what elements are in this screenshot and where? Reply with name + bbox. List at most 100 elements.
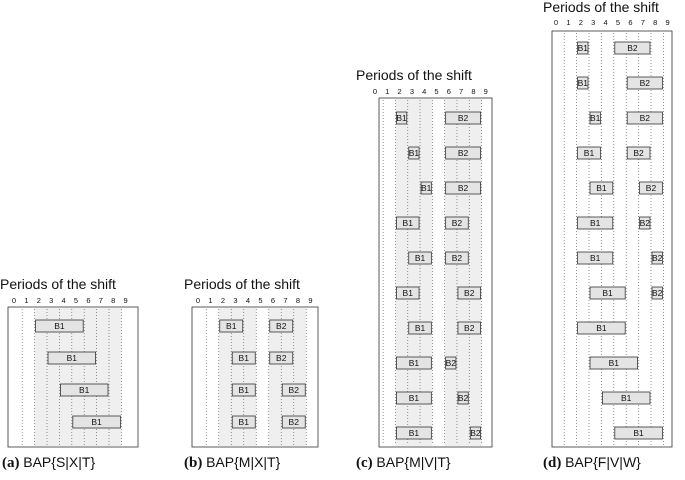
break-block-rect	[396, 356, 432, 370]
period-tick: 8	[471, 87, 475, 96]
caption-letter: (d)	[543, 455, 565, 471]
break-block-rect	[457, 321, 481, 335]
break-block-b1: B1	[72, 415, 121, 429]
break-block-label: B2	[652, 253, 663, 263]
break-block-rect	[269, 319, 294, 333]
break-block-label: B1	[226, 321, 237, 331]
break-block-rect	[577, 146, 601, 160]
break-block-label: B1	[596, 323, 607, 333]
break-block-b1: B1	[396, 111, 408, 125]
caption-letter: (a)	[2, 455, 23, 471]
break-block-label: B2	[458, 183, 469, 193]
break-block-b2: B2	[445, 216, 469, 230]
break-block-label: B1	[590, 253, 601, 263]
break-block-rect	[60, 383, 109, 397]
break-block-rect	[445, 356, 457, 370]
break-block-label: B2	[646, 183, 657, 193]
break-block-rect	[47, 351, 96, 365]
break-block-b2: B2	[469, 426, 481, 440]
period-tick: 3	[591, 18, 595, 27]
period-tick: 6	[86, 296, 90, 305]
break-block-rect	[602, 391, 651, 405]
break-block-rect	[589, 286, 626, 300]
break-block-rect	[626, 146, 651, 160]
period-tick: 0	[196, 296, 200, 305]
break-block-rect	[577, 76, 589, 90]
break-block-b2: B2	[445, 111, 481, 125]
period-tick: 2	[221, 296, 225, 305]
break-block-b1: B1	[577, 76, 589, 90]
break-block-b2: B2	[445, 181, 481, 195]
break-block-rect	[589, 111, 601, 125]
break-block-b1: B1	[577, 216, 614, 230]
break-block-b1: B1	[589, 111, 601, 125]
break-block-b1: B1	[408, 146, 420, 160]
break-block-b2: B2	[626, 111, 663, 125]
break-block-rect	[445, 111, 481, 125]
break-block-label: B2	[446, 358, 457, 368]
break-block-label: B1	[396, 113, 407, 123]
break-block-rect	[281, 415, 306, 429]
break-block-rect	[651, 286, 663, 300]
period-tick: 4	[62, 296, 66, 305]
period-tick: 6	[271, 296, 275, 305]
period-tick: 0	[373, 87, 377, 96]
caption-text: BAP{S|X|T}	[23, 454, 95, 470]
period-tick: 5	[434, 87, 438, 96]
period-tick: 1	[24, 296, 28, 305]
break-block-label: B2	[633, 148, 644, 158]
break-block-label: B1	[403, 288, 414, 298]
period-tick: 8	[111, 296, 115, 305]
period-tick: 3	[49, 296, 53, 305]
break-block-label: B1	[609, 358, 620, 368]
period-tick: 6	[447, 87, 451, 96]
break-block-b1: B1	[396, 356, 432, 370]
break-block-label: B1	[409, 358, 420, 368]
period-tick: 5	[74, 296, 78, 305]
panel-caption: (b) BAP{M|X|T}	[184, 454, 281, 471]
break-block-b1: B1	[396, 426, 432, 440]
period-tick: 7	[641, 18, 645, 27]
break-block-rect	[281, 383, 306, 397]
break-block-label: B2	[458, 113, 469, 123]
panel-title: Periods of the shift	[184, 276, 300, 292]
break-block-rect	[445, 181, 481, 195]
break-block-b1: B1	[396, 216, 420, 230]
break-block-rect	[639, 216, 651, 230]
period-tick: 6	[628, 18, 632, 27]
break-block-label: B1	[596, 183, 607, 193]
break-block-b1: B1	[231, 351, 256, 365]
period-tick: 1	[208, 296, 212, 305]
break-block-b1: B1	[577, 41, 589, 55]
break-block-rect	[420, 181, 432, 195]
panel-title: Periods of the shift	[0, 276, 116, 292]
break-block-label: B1	[590, 113, 601, 123]
break-block-label: B1	[415, 323, 426, 333]
break-block-rect	[589, 181, 614, 195]
break-block-label: B2	[652, 288, 663, 298]
break-block-label: B1	[578, 43, 589, 53]
break-block-b2: B2	[445, 251, 469, 265]
period-tick: 7	[283, 296, 287, 305]
period-tick: 9	[308, 296, 312, 305]
caption-text: BAP{M|X|T}	[206, 454, 281, 470]
period-tick: 4	[246, 296, 250, 305]
break-block-b1: B1	[577, 251, 614, 265]
break-block-b1: B1	[47, 351, 96, 365]
panel-caption: (c) BAP{M|V|T}	[356, 454, 451, 471]
period-tick: 8	[653, 18, 657, 27]
period-tick: 1	[385, 87, 389, 96]
break-block-rect	[626, 111, 663, 125]
break-block-rect	[408, 146, 420, 160]
break-block-b1: B1	[219, 319, 244, 333]
break-block-label: B2	[640, 218, 651, 228]
period-tick: 9	[124, 296, 128, 305]
break-block-label: B1	[67, 353, 78, 363]
period-tick: 1	[566, 18, 570, 27]
period-tick: 9	[484, 87, 488, 96]
break-block-label: B1	[409, 393, 420, 403]
break-block-rect	[445, 146, 481, 160]
